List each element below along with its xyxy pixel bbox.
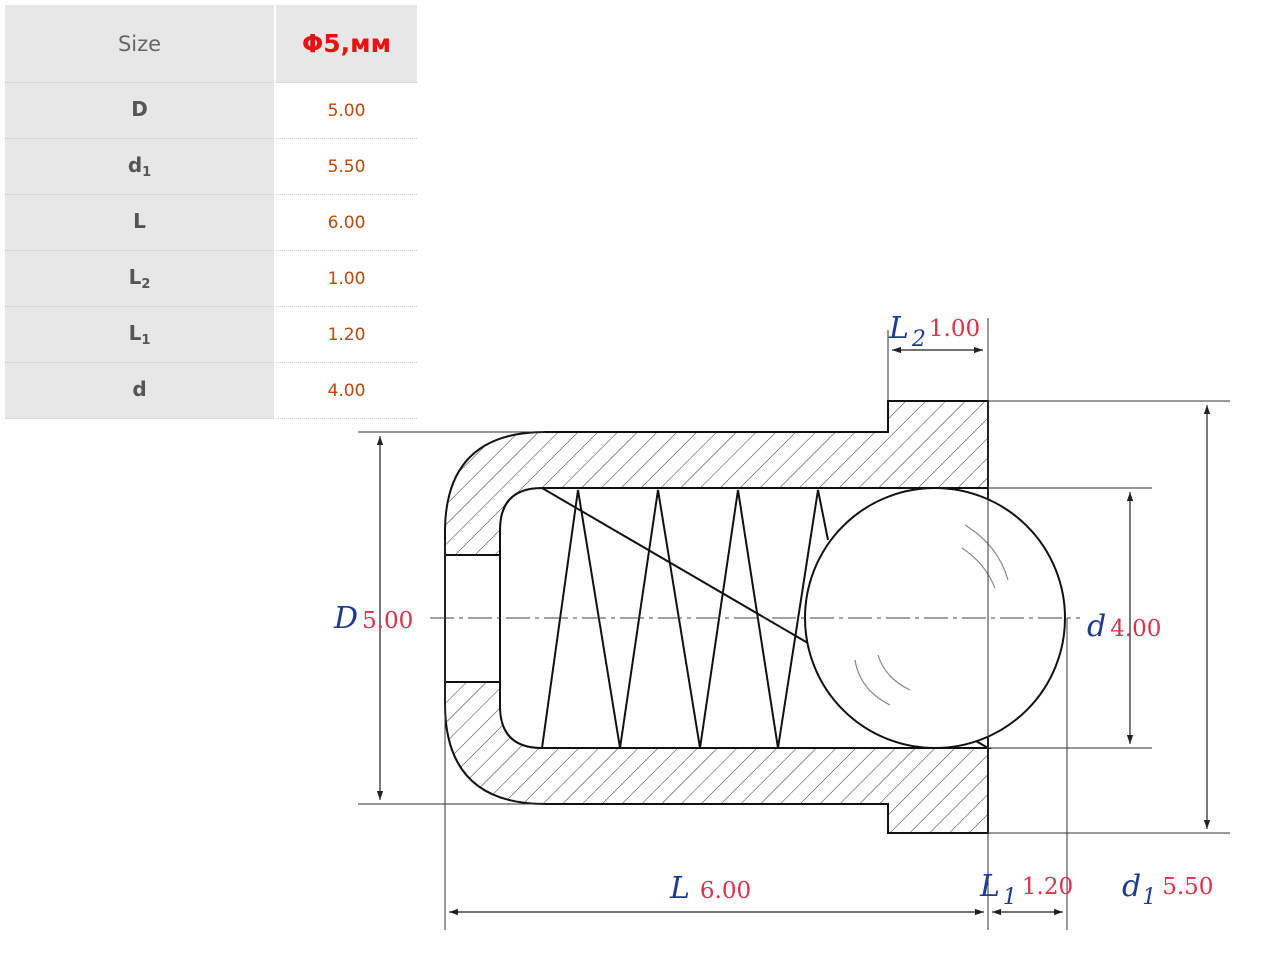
spring bbox=[541, 489, 829, 749]
extension-lines bbox=[358, 318, 1230, 930]
param-value: 5.00 bbox=[275, 82, 417, 139]
table-row: L 6.00 bbox=[5, 194, 417, 251]
param-value: 1.00 bbox=[275, 250, 417, 307]
table-row: L2 1.00 bbox=[5, 250, 417, 307]
param-value: 5.50 bbox=[275, 138, 417, 195]
param-symbol: d1 bbox=[5, 138, 276, 195]
param-value: 1.20 bbox=[275, 306, 417, 363]
param-value: 4.00 bbox=[275, 362, 417, 419]
table-row: d 4.00 bbox=[5, 362, 417, 419]
param-symbol: L2 bbox=[5, 250, 276, 307]
param-symbol: d bbox=[5, 362, 276, 419]
param-value: 6.00 bbox=[275, 194, 417, 251]
table-row: L1 1.20 bbox=[5, 306, 417, 363]
spec-table: Size Φ5,мм D 5.00 d1 5.50 L 6.00 L2 1.00… bbox=[5, 5, 417, 419]
param-symbol: L bbox=[5, 194, 276, 251]
header-size-label: Size bbox=[5, 5, 276, 83]
table-header-row: Size Φ5,мм bbox=[5, 5, 417, 83]
dimension-lines bbox=[376, 346, 1211, 916]
table-row: D 5.00 bbox=[5, 82, 417, 139]
param-symbol: D bbox=[5, 82, 276, 139]
param-symbol: L1 bbox=[5, 306, 276, 363]
table-row: d1 5.50 bbox=[5, 138, 417, 195]
header-size-value: Φ5,мм bbox=[275, 5, 417, 83]
